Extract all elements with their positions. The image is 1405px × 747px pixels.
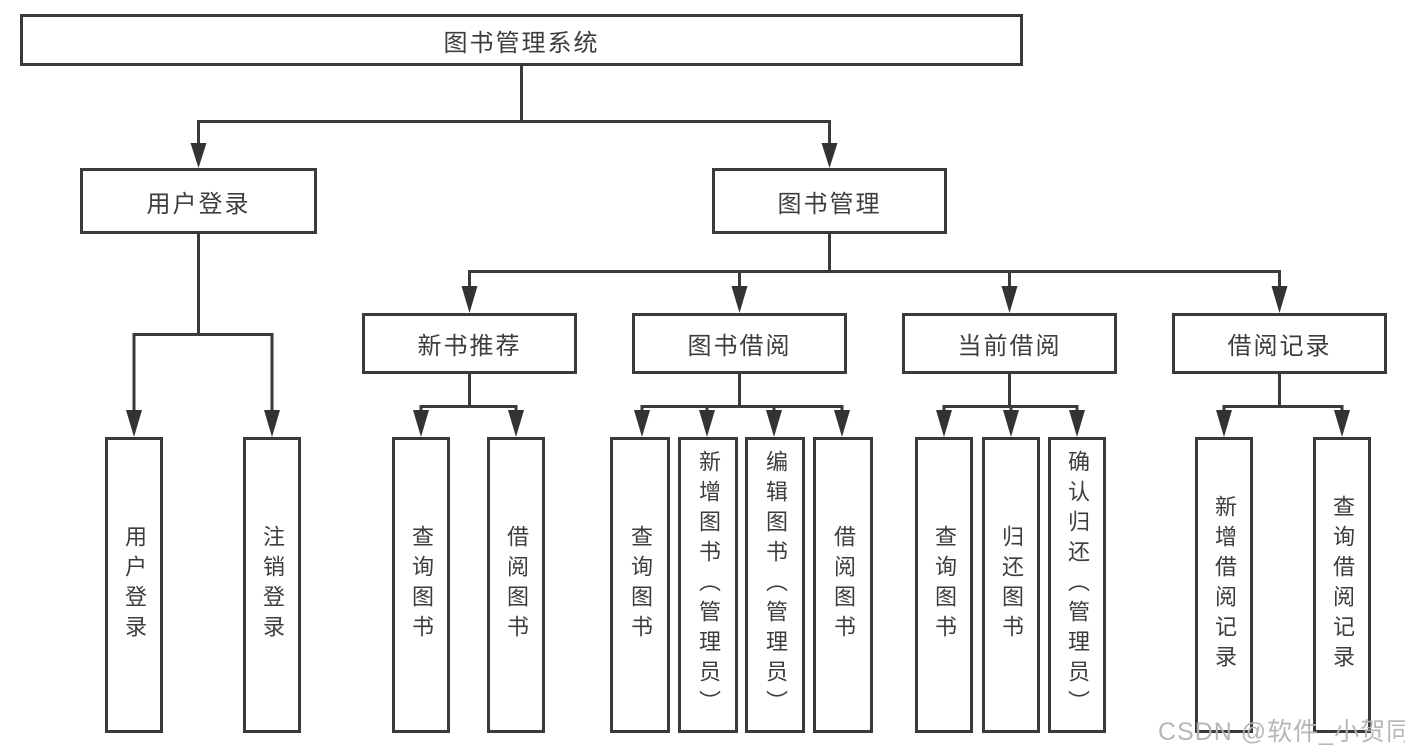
leaf-edit-books-admin: 编辑图书（管理员） [745, 437, 805, 733]
leaf-current-query-books: 查询图书 [915, 437, 973, 733]
node-user-login-label: 用户登录 [146, 190, 251, 218]
arrowhead [766, 410, 782, 437]
arrowhead [936, 410, 952, 437]
leaf-return-books-label: 归还图书 [999, 525, 1024, 645]
arrowhead [1216, 410, 1232, 437]
leaf-confirm-return-admin: 确认归还（管理员） [1048, 437, 1106, 733]
connector-borrowing-split [640, 405, 844, 412]
node-book-management-label: 图书管理 [777, 190, 882, 218]
connector-user-login-split [132, 333, 274, 411]
connector-recommend-split [419, 405, 518, 412]
leaf-edit-books-admin-label: 编辑图书（管理员） [763, 450, 788, 720]
arrowhead [821, 143, 838, 168]
leaf-user-login: 用户登录 [105, 437, 163, 733]
node-new-book-recommendation: 新书推荐 [362, 313, 577, 374]
leaf-add-books-admin: 新增图书（管理员） [678, 437, 738, 733]
arrowhead [699, 410, 715, 437]
arrowhead [508, 410, 524, 437]
arrowhead [413, 410, 429, 437]
leaf-return-books: 归还图书 [982, 437, 1040, 733]
leaf-current-query-books-label: 查询图书 [932, 525, 957, 645]
arrowhead [461, 286, 478, 313]
node-book-borrowing: 图书借阅 [632, 313, 847, 374]
arrowhead [1001, 286, 1018, 313]
leaf-add-borrow-record-label: 新增借阅记录 [1212, 495, 1237, 675]
leaf-add-borrow-record: 新增借阅记录 [1195, 437, 1253, 733]
arrowhead [190, 143, 207, 168]
node-borrowing-records: 借阅记录 [1172, 313, 1387, 374]
leaf-logout-label: 注销登录 [260, 525, 285, 645]
connector-root-split [197, 120, 831, 144]
node-book-management: 图书管理 [712, 168, 947, 234]
leaf-confirm-return-admin-label: 确认归还（管理员） [1065, 450, 1090, 720]
leaf-borrowing-query-books: 查询图书 [610, 437, 670, 733]
leaf-recommend-borrow-books-label: 借阅图书 [504, 525, 529, 645]
node-user-login: 用户登录 [80, 168, 317, 234]
node-current-borrowing-label: 当前借阅 [957, 333, 1062, 360]
node-root: 图书管理系统 [20, 14, 1023, 66]
node-book-borrowing-label: 图书借阅 [687, 333, 792, 360]
connector-records-split [1222, 405, 1344, 412]
arrowhead [634, 410, 650, 437]
leaf-query-borrow-record-label: 查询借阅记录 [1330, 495, 1355, 675]
node-root-label: 图书管理系统 [443, 29, 600, 57]
arrowhead [731, 286, 748, 313]
watermark: CSDN @软件_小贺同学 [1158, 718, 1405, 746]
leaf-recommend-query-books: 查询图书 [392, 437, 450, 733]
arrowhead [1069, 410, 1085, 437]
leaf-borrowing-borrow-books-label: 借阅图书 [831, 525, 856, 645]
leaf-query-borrow-record: 查询借阅记录 [1313, 437, 1371, 733]
leaf-recommend-query-books-label: 查询图书 [409, 525, 434, 645]
leaf-borrowing-borrow-books: 借阅图书 [813, 437, 873, 733]
arrowhead [834, 410, 850, 437]
leaf-add-books-admin-label: 新增图书（管理员） [696, 450, 721, 720]
leaf-logout: 注销登录 [243, 437, 301, 733]
arrowhead [1003, 410, 1019, 437]
node-current-borrowing: 当前借阅 [902, 313, 1117, 374]
leaf-recommend-borrow-books: 借阅图书 [487, 437, 545, 733]
arrowhead [126, 410, 142, 437]
node-borrowing-records-label: 借阅记录 [1227, 333, 1332, 360]
leaf-user-login-label: 用户登录 [122, 525, 147, 645]
node-new-book-recommendation-label: 新书推荐 [417, 333, 522, 360]
connector-book-mgmt-split [468, 270, 1281, 288]
arrowhead [264, 410, 280, 437]
arrowhead [1334, 410, 1350, 437]
arrowhead [1271, 286, 1288, 313]
leaf-borrowing-query-books-label: 查询图书 [628, 525, 653, 645]
